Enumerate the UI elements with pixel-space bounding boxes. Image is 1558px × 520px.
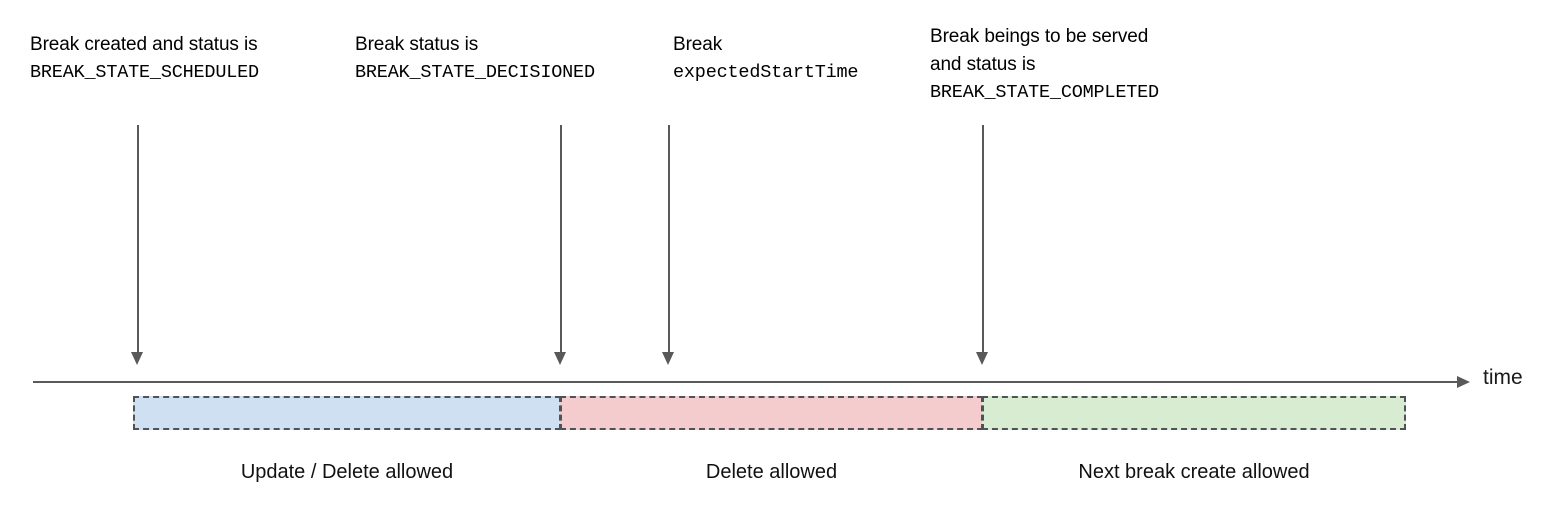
annotation-line-field-name: expectedStartTime bbox=[673, 62, 859, 83]
arrow-head bbox=[976, 352, 988, 365]
phase-bar-decisioned bbox=[560, 396, 983, 430]
down-arrow-icon-expected-start bbox=[662, 125, 675, 365]
arrow-shaft bbox=[982, 125, 984, 352]
event-annotation-completed: Break beings to be served and status is … bbox=[930, 23, 1159, 107]
phase-caption-decisioned: Delete allowed bbox=[705, 461, 838, 483]
annotation-line: Break status is bbox=[355, 34, 479, 55]
axis-line bbox=[33, 381, 1457, 383]
phase-bar-serving bbox=[982, 396, 1406, 430]
time-axis-label: time bbox=[1483, 366, 1523, 389]
arrow-head bbox=[662, 352, 674, 365]
event-annotation-expected-start: Break expectedStartTime bbox=[673, 31, 859, 87]
phase-caption-scheduled: Update / Delete allowed bbox=[240, 461, 454, 483]
annotation-line: Break created and status is bbox=[30, 34, 258, 55]
annotation-line-status-code: BREAK_STATE_COMPLETED bbox=[930, 82, 1159, 103]
down-arrow-icon-created bbox=[131, 125, 144, 365]
annotation-line-status-code: BREAK_STATE_SCHEDULED bbox=[30, 62, 259, 83]
event-annotation-created: Break created and status is BREAK_STATE_… bbox=[30, 31, 259, 87]
annotation-line: Break beings to be served bbox=[930, 26, 1149, 47]
arrow-shaft bbox=[560, 125, 562, 352]
arrow-head bbox=[554, 352, 566, 365]
phase-bar-scheduled bbox=[133, 396, 561, 430]
arrow-head bbox=[131, 352, 143, 365]
annotation-line-status-code: BREAK_STATE_DECISIONED bbox=[355, 62, 595, 83]
arrow-shaft bbox=[668, 125, 670, 352]
annotation-line: and status is bbox=[930, 54, 1036, 75]
right-arrow-icon-time bbox=[1457, 376, 1470, 388]
time-axis bbox=[33, 376, 1470, 389]
annotation-line: Break bbox=[673, 34, 723, 55]
event-annotation-decisioned: Break status is BREAK_STATE_DECISIONED bbox=[355, 31, 595, 87]
arrow-shaft bbox=[137, 125, 139, 352]
down-arrow-icon-decisioned bbox=[554, 125, 567, 365]
phase-caption-serving: Next break create allowed bbox=[1078, 461, 1310, 483]
down-arrow-icon-completed bbox=[976, 125, 989, 365]
